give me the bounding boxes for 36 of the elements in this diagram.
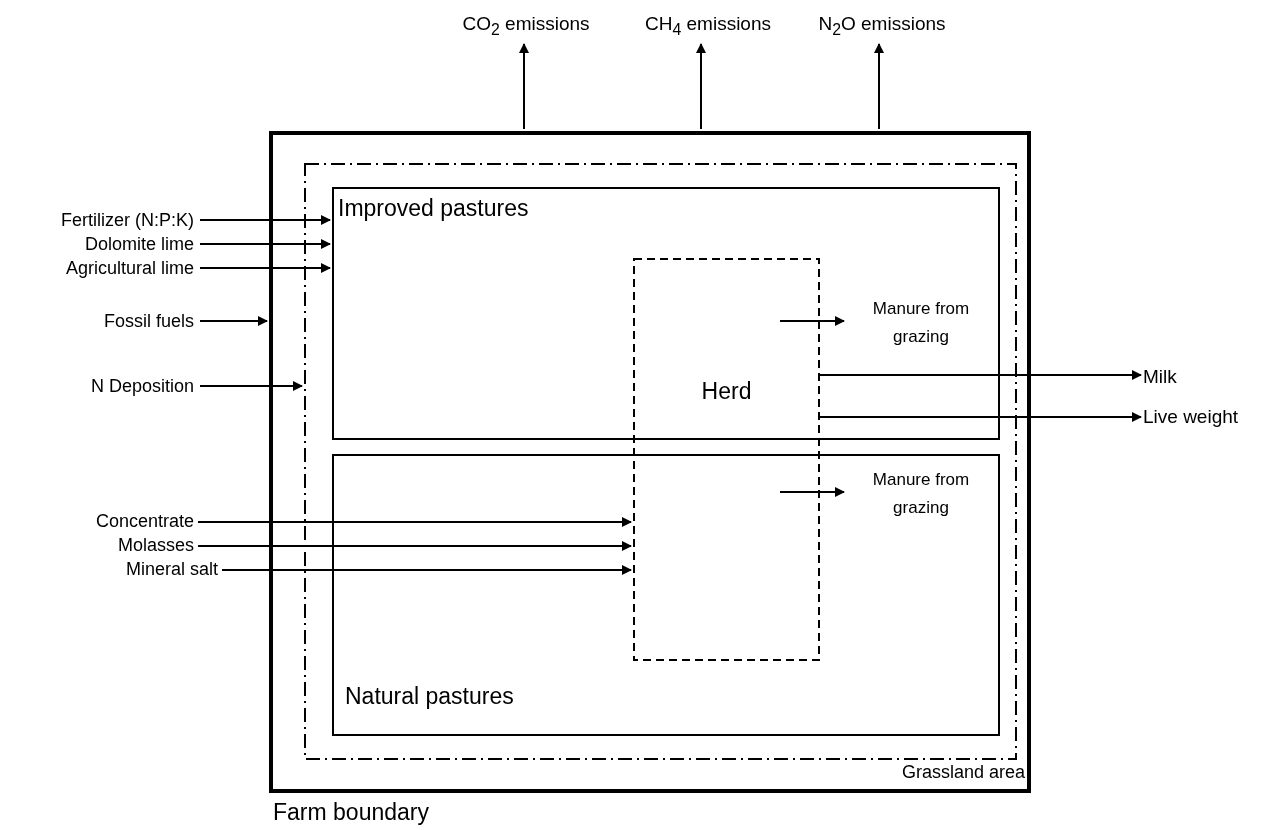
arrow xyxy=(197,541,632,551)
input-label: Dolomite lime xyxy=(0,232,194,258)
boundary-label: Farm boundary xyxy=(273,799,429,826)
pasture-label: Natural pastures xyxy=(345,683,514,710)
input-label: Mineral salt xyxy=(0,557,218,583)
input-label: N Deposition xyxy=(0,374,194,400)
arrow xyxy=(199,215,331,225)
input-label: Fertilizer (N:P:K) xyxy=(0,208,194,234)
arrow xyxy=(819,370,1142,380)
pasture-box xyxy=(332,454,1000,736)
input-label: Fossil fuels xyxy=(0,309,194,335)
herd-box xyxy=(633,258,820,661)
arrow xyxy=(696,43,706,130)
area-label: Grassland area xyxy=(901,762,1025,783)
input-label: Agricultural lime xyxy=(0,256,194,282)
arrow xyxy=(519,43,529,130)
output-label: Live weight xyxy=(1143,405,1278,431)
pasture-box xyxy=(332,187,1000,440)
output-label: Milk xyxy=(1143,365,1203,391)
arrow xyxy=(819,412,1142,422)
arrow xyxy=(779,487,845,497)
pasture-label: Improved pastures xyxy=(338,195,529,222)
arrow xyxy=(779,316,845,326)
arrow xyxy=(199,263,331,273)
input-label: Molasses xyxy=(0,533,194,559)
herd-label: Herd xyxy=(701,378,752,405)
arrow xyxy=(221,565,632,575)
arrow xyxy=(874,43,884,130)
emission-label: CO$_{2}$ emissions xyxy=(436,12,616,42)
arrow xyxy=(199,316,268,326)
arrow xyxy=(199,239,331,249)
manure-label: Manure from grazing xyxy=(846,295,996,347)
arrow xyxy=(199,381,303,391)
input-label: Concentrate xyxy=(0,509,194,535)
arrow xyxy=(197,517,632,527)
manure-label: Manure from grazing xyxy=(846,466,996,518)
